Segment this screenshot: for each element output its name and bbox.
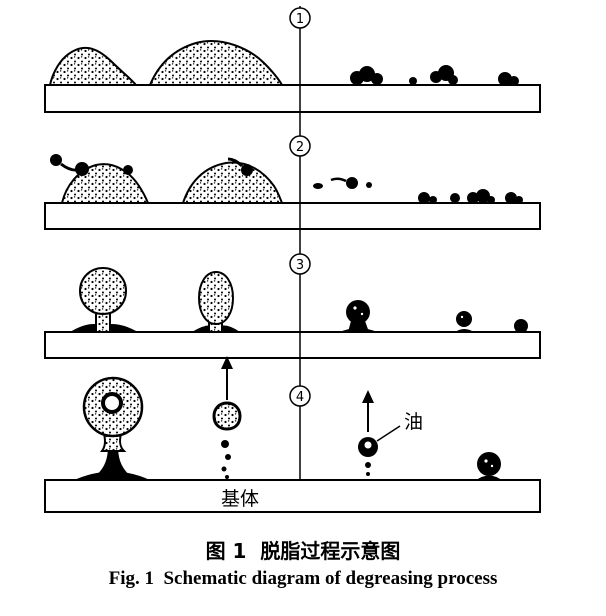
- svg-text:3: 3: [296, 258, 304, 273]
- substrate-bar-4: [44, 479, 541, 513]
- substrate-bar-2: [44, 202, 541, 230]
- stage-1-row: [48, 40, 519, 86]
- oil-neck: [100, 433, 127, 452]
- substrate-bar-1: [44, 84, 541, 113]
- stage-marker-4: 4: [289, 385, 311, 407]
- oil-residue-stage4: [475, 452, 503, 481]
- substrate-bar-3: [44, 331, 541, 359]
- rising-droplet-left: [212, 356, 242, 479]
- oil-residue-stage2: [313, 177, 523, 204]
- stage-marker-3: 3: [289, 253, 311, 275]
- oil-mound: [148, 40, 284, 86]
- degreasing-diagram: 油 基体 1 2 3 4: [44, 6, 541, 513]
- stage-markers: 1 2 3 4: [289, 7, 311, 407]
- rising-droplet-right: 油: [358, 390, 423, 476]
- balloon-oil-column: [72, 376, 152, 481]
- stage-2-row: [50, 154, 523, 204]
- oil-mound: [181, 161, 284, 204]
- oil-label: 油: [404, 411, 423, 433]
- detaching-droplets-stage2: [50, 154, 253, 176]
- detached-droplet: [212, 401, 242, 431]
- up-arrow-head: [221, 356, 233, 369]
- necking-oil-columns-stage3: [70, 266, 240, 333]
- oil-label-leader-line: [376, 425, 401, 442]
- stage-marker-2: 2: [289, 135, 311, 157]
- oil-film-mounds-stage1: [48, 40, 284, 86]
- substrate-label: 基体: [221, 488, 259, 510]
- oil-mound: [48, 46, 139, 86]
- oil-residue-stage3: [340, 300, 530, 333]
- svg-text:2: 2: [296, 140, 304, 155]
- svg-text:1: 1: [296, 12, 304, 27]
- stage-4-row: 油 基体: [72, 356, 503, 510]
- svg-text:4: 4: [296, 390, 304, 405]
- up-arrow-head: [362, 390, 374, 403]
- oil-cap: [197, 270, 235, 326]
- caption-english: Fig. 1 Schematic diagram of degreasing p…: [108, 568, 498, 589]
- substrate-bars: [44, 84, 541, 513]
- oil-stalk: [92, 446, 134, 479]
- stage-3-row: [70, 266, 530, 333]
- oil-residue-stage1: [350, 65, 519, 86]
- oil-balloon-ring: [101, 392, 123, 414]
- stage-marker-1: 1: [289, 7, 311, 29]
- oil-cap: [78, 266, 128, 316]
- caption-chinese: 图 1 脱脂过程示意图: [205, 539, 401, 563]
